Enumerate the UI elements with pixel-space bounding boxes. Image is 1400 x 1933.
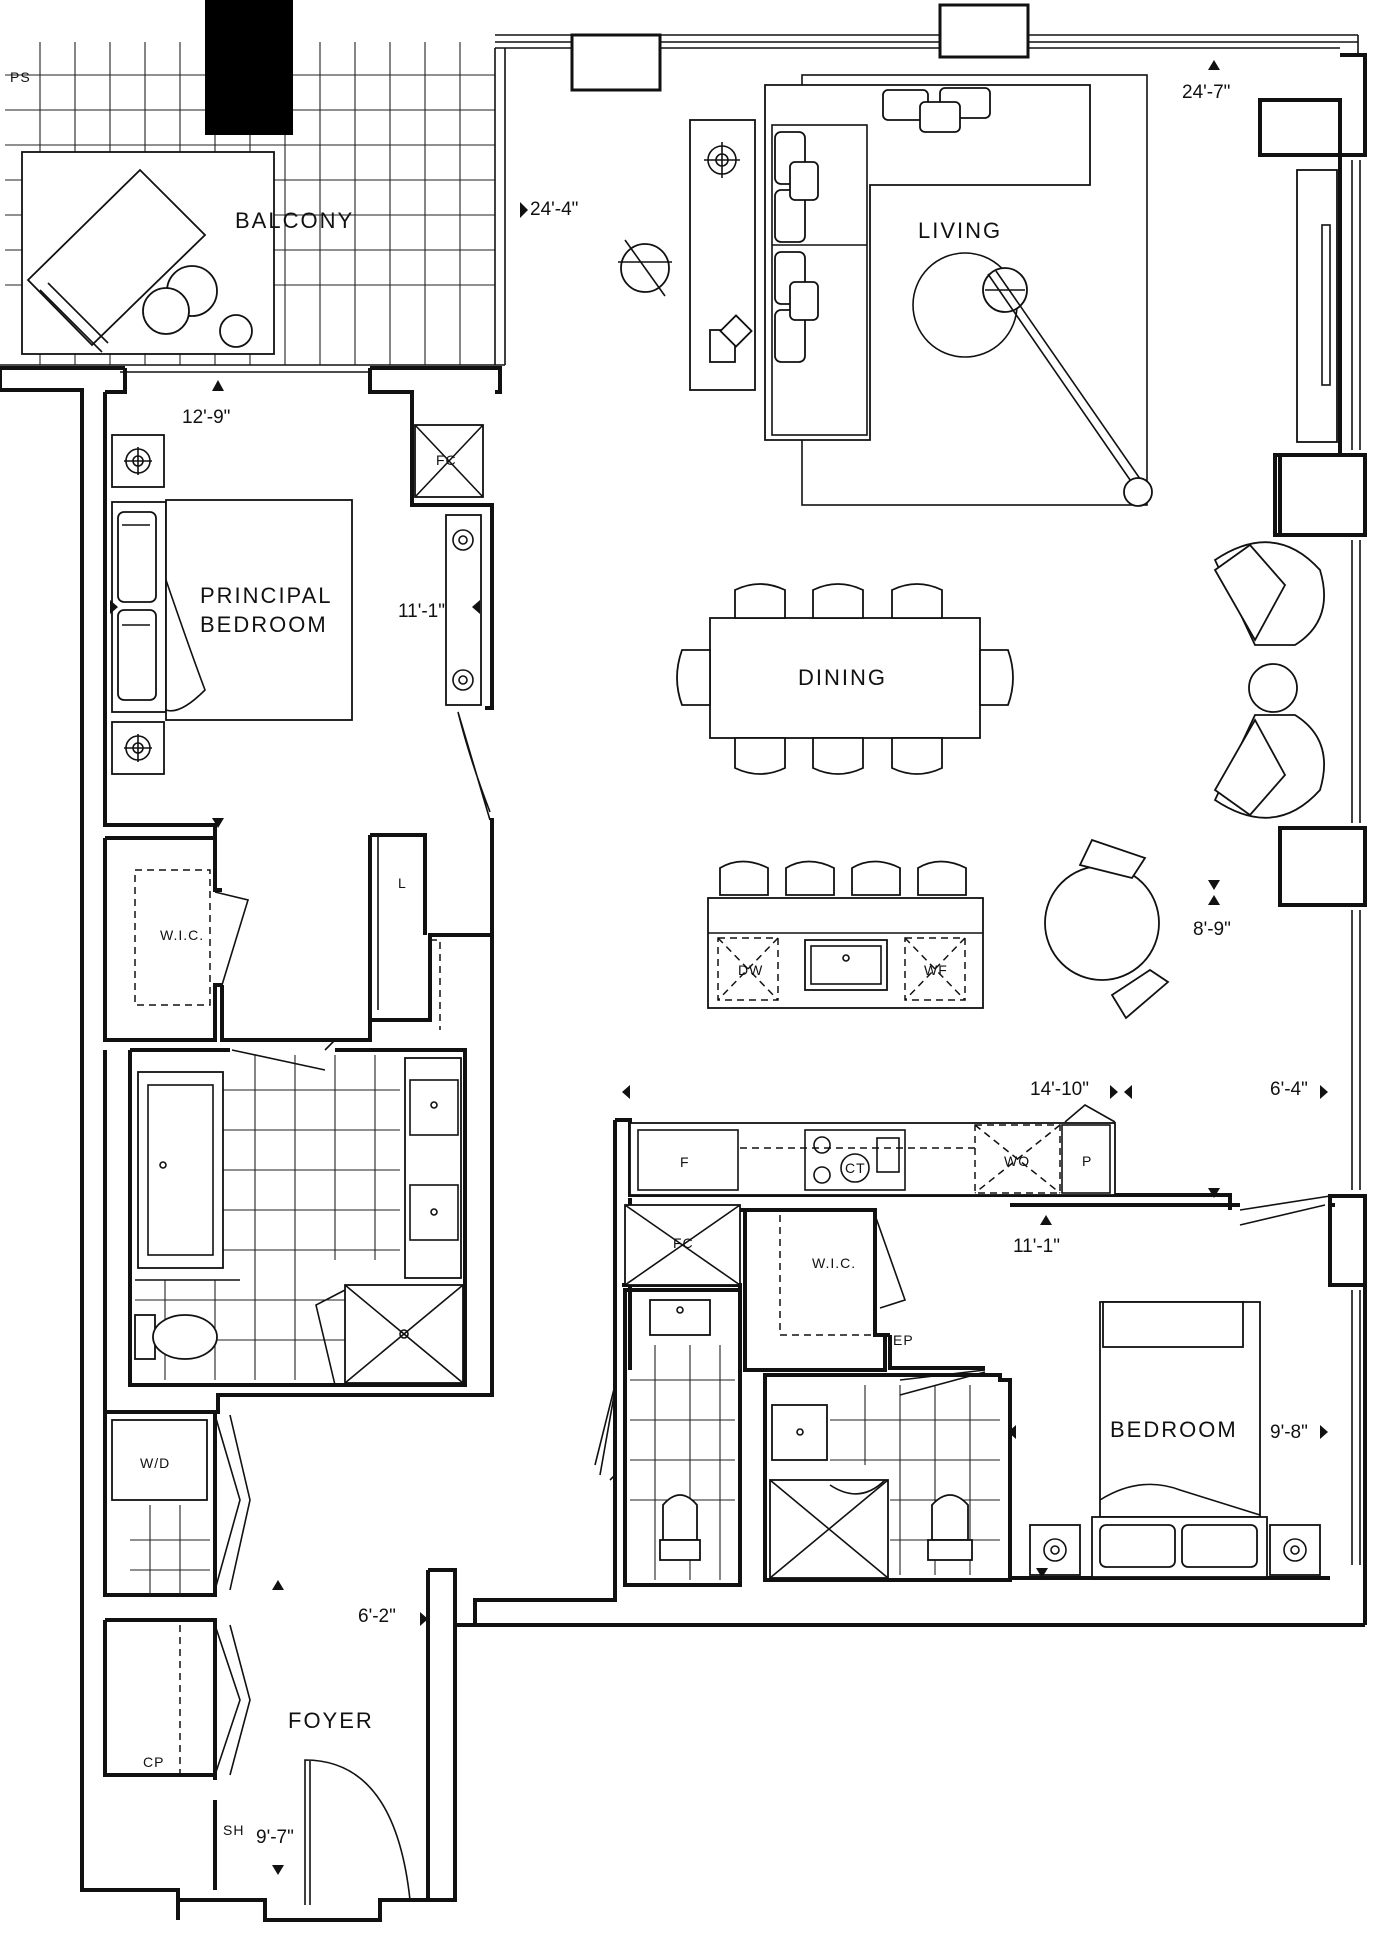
dim-kitchen-width: 14'-10" xyxy=(1030,1079,1089,1100)
label-cp: CP xyxy=(143,1754,164,1770)
balcony-column xyxy=(205,0,293,135)
toilet-icon xyxy=(927,1494,973,1561)
sink-icon xyxy=(804,939,888,991)
tv-unit-icon xyxy=(1296,169,1338,443)
dim-kitchen-depth: 6'-4" xyxy=(1270,1079,1308,1100)
living-area: LIVING xyxy=(618,74,1338,507)
coffee-table-icon xyxy=(689,119,756,391)
label-linen: L xyxy=(398,875,407,891)
room-foyer: FOYER xyxy=(288,1708,374,1733)
room-principal-line2: BEDROOM xyxy=(200,612,328,637)
bed-icon xyxy=(111,499,353,721)
toilet-icon xyxy=(134,1314,218,1360)
dimension-arrows xyxy=(110,60,1328,1875)
balcony-railing xyxy=(0,48,506,373)
laundry: W/D xyxy=(111,1414,251,1595)
toilet-icon xyxy=(659,1494,701,1561)
label-sh: SH xyxy=(223,1822,244,1838)
dim-balcony-width: 12'-9" xyxy=(182,407,230,428)
balcony-area: PS BALCONY xyxy=(0,0,506,373)
floor-lamp-icon xyxy=(912,252,1153,507)
door-swing-icon xyxy=(457,711,491,821)
label-ep: EP xyxy=(893,1332,914,1348)
fan-coil-icon xyxy=(624,1204,741,1286)
dim-dining-depth: 8'-9" xyxy=(1193,919,1231,940)
shower-icon xyxy=(769,1479,889,1579)
label-wd: W/D xyxy=(140,1455,170,1471)
label-fc-hall: FC xyxy=(673,1235,694,1251)
sofa-icon xyxy=(764,84,1091,441)
door-swing-icon xyxy=(231,1039,336,1071)
label-wo: WO xyxy=(1004,1153,1030,1169)
nightstand-icon xyxy=(1029,1524,1321,1576)
room-principal-line1: PRINCIPAL xyxy=(200,583,333,608)
label-ps: PS xyxy=(10,69,31,85)
principal-bedroom: FC PRINCIPAL BEDROOM xyxy=(111,424,491,821)
wic-principal: W.I.C. xyxy=(134,869,250,1006)
side-table-icon xyxy=(618,239,672,297)
dim-principal-width: 11'-1" xyxy=(398,601,445,622)
fan-coil-icon xyxy=(414,424,484,498)
door-swing-icon xyxy=(594,1384,616,1481)
side-table-icon xyxy=(142,265,253,348)
round-table-icon xyxy=(1044,838,1170,1020)
label-fc-principal: FC xyxy=(436,452,457,468)
wic-bedroom: W.I.C. EP xyxy=(779,1214,914,1348)
kitchen-counter xyxy=(629,1104,1116,1196)
label-p: P xyxy=(1082,1153,1092,1169)
shower-icon xyxy=(315,1284,464,1386)
dim-foyer-width: 6'-2" xyxy=(358,1606,396,1627)
label-ct: CT xyxy=(845,1160,866,1176)
dining-area: DINING xyxy=(676,541,1325,1020)
room-dining: DINING xyxy=(798,665,887,690)
dim-bedroom-width: 11'-1" xyxy=(1013,1236,1060,1257)
vanity-icon xyxy=(404,1057,462,1279)
door-swing-icon xyxy=(899,1369,986,1396)
foyer-closet: CP xyxy=(143,1624,251,1776)
dresser-icon xyxy=(445,514,482,706)
principal-ensuite xyxy=(134,1039,464,1386)
door-swing-icon xyxy=(214,1414,251,1591)
nightstand-icon xyxy=(111,434,165,775)
label-wf: WF xyxy=(924,962,948,978)
dining-table-icon xyxy=(676,583,1014,775)
dimension-labels: 24'-4" 12'-9" 24'-7" 11'-1" 8'-9" 14'-10… xyxy=(110,60,1328,1875)
kitchen-area: DW WF F CT WO P xyxy=(629,860,1116,1196)
door-swing-icon xyxy=(1239,1195,1331,1226)
bench-icon xyxy=(1102,1301,1244,1348)
second-bath xyxy=(594,1299,735,1580)
dim-living-width: 24'-7" xyxy=(1182,82,1230,103)
armchair-icon xyxy=(1213,541,1325,819)
dim-foyer-depth: 9'-7" xyxy=(256,1827,294,1848)
bedroom: BEDROOM xyxy=(1029,1195,1331,1578)
bedroom-ensuite xyxy=(769,1369,1000,1579)
room-balcony: BALCONY xyxy=(235,208,354,233)
room-living: LIVING xyxy=(918,218,1002,243)
dim-balcony-depth: 24'-4" xyxy=(530,199,578,220)
label-wic-bedroom: W.I.C. xyxy=(812,1255,856,1271)
label-dw: DW xyxy=(738,962,763,978)
label-wic-principal: W.I.C. xyxy=(160,927,204,943)
wall-outline xyxy=(0,3,1367,1922)
door-swing-icon xyxy=(304,1759,411,1905)
bathtub-icon xyxy=(137,1071,224,1269)
room-bedroom: BEDROOM xyxy=(1110,1417,1238,1442)
lounge-chair-icon xyxy=(26,168,207,353)
dim-bedroom-depth: 9'-8" xyxy=(1270,1422,1308,1443)
label-f: F xyxy=(680,1154,690,1170)
